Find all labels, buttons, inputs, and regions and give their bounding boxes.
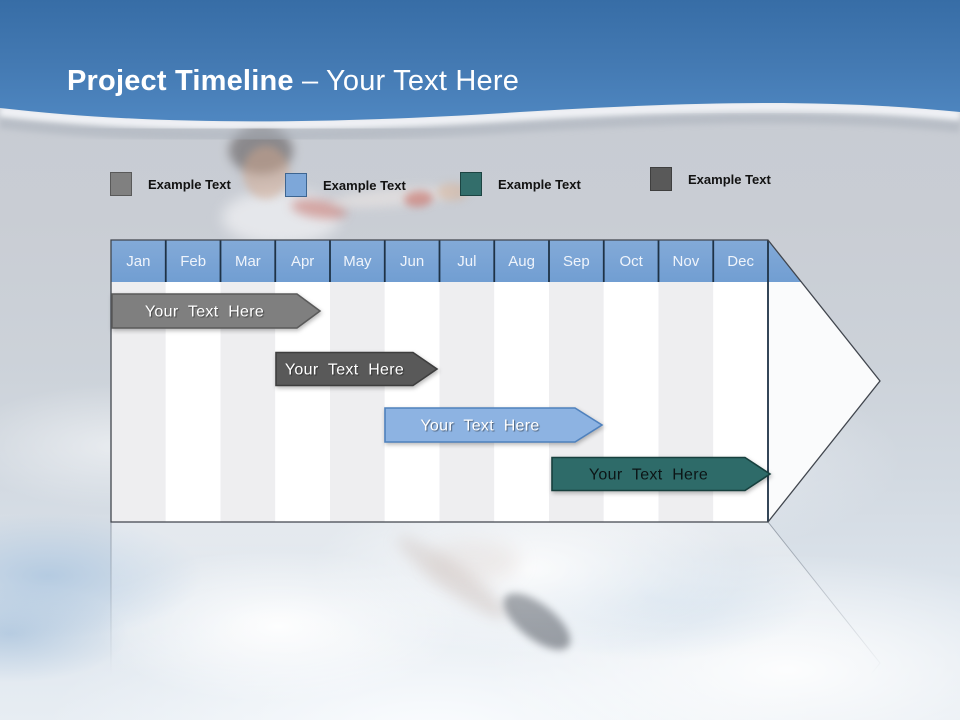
legend-item[interactable]: Example Text [285, 173, 406, 197]
legend-swatch[interactable] [460, 172, 482, 196]
timeline-bar-label[interactable]: Your Text Here [145, 304, 264, 321]
month-column [384, 282, 440, 522]
month-header-cell[interactable]: Apr [291, 253, 314, 270]
legend-swatch[interactable] [110, 172, 132, 196]
timeline-reflection [110, 521, 881, 720]
slide-title[interactable]: Project Timeline – Your Text Here [67, 61, 927, 101]
legend-item[interactable]: Example Text [650, 167, 771, 191]
legend-label: Example Text [498, 176, 581, 192]
month-header-cell[interactable]: Jul [457, 253, 476, 270]
timeline-bar-label[interactable]: Your Text Here [285, 362, 404, 379]
month-header-cell[interactable]: Aug [508, 253, 535, 270]
timeline-bar[interactable]: Your Text Here [111, 293, 322, 329]
arrow-outline[interactable] [110, 239, 881, 523]
month-header-cell[interactable]: Dec [727, 253, 754, 270]
header-wave [0, 0, 960, 142]
timeline-bar-arrow[interactable] [551, 456, 772, 492]
month-header-cell[interactable]: Jan [126, 253, 150, 270]
legend-swatch[interactable] [285, 173, 307, 197]
legend-swatch[interactable] [650, 167, 672, 191]
slide-title-rest: – Your Text Here [293, 65, 520, 97]
month-header-cell[interactable]: Sep [563, 253, 590, 270]
month-header-cell[interactable]: Mar [235, 253, 261, 270]
legend-label: Example Text [148, 176, 231, 192]
timeline-bar[interactable]: Your Text Here [551, 456, 772, 492]
timeline-bar-label[interactable]: Your Text Here [589, 467, 708, 484]
legend-label: Example Text [688, 171, 771, 187]
timeline-bar[interactable]: Your Text Here [384, 407, 604, 443]
month-header-band [111, 240, 831, 282]
legend-item[interactable]: Example Text [460, 172, 581, 196]
timeline-bar-arrow[interactable] [111, 293, 322, 329]
person-torso [222, 190, 340, 245]
month-column [439, 282, 495, 522]
timeline-bar[interactable]: Your Text Here [275, 351, 439, 387]
month-header-cell[interactable]: Oct [619, 253, 643, 270]
wave-blue-band [0, 0, 960, 122]
month-header-cell[interactable]: Jun [400, 253, 424, 270]
timeline-bar-arrow[interactable] [275, 351, 439, 387]
person-face [243, 146, 289, 199]
month-header-cell[interactable]: Feb [180, 253, 206, 270]
legend-item[interactable]: Example Text [110, 172, 231, 196]
month-column [330, 282, 385, 522]
wave-white-edge [0, 100, 960, 130]
month-header-cell[interactable]: Nov [673, 253, 700, 270]
month-header-cell[interactable]: May [343, 253, 372, 270]
timeline-bar-arrow[interactable] [384, 407, 604, 443]
legend-label: Example Text [323, 177, 406, 193]
timeline-bar-label[interactable]: Your Text Here [420, 418, 539, 435]
slide-title-bold: Project Timeline [67, 65, 294, 97]
month-column [494, 282, 549, 522]
wave-gray-swoosh [0, 110, 960, 142]
